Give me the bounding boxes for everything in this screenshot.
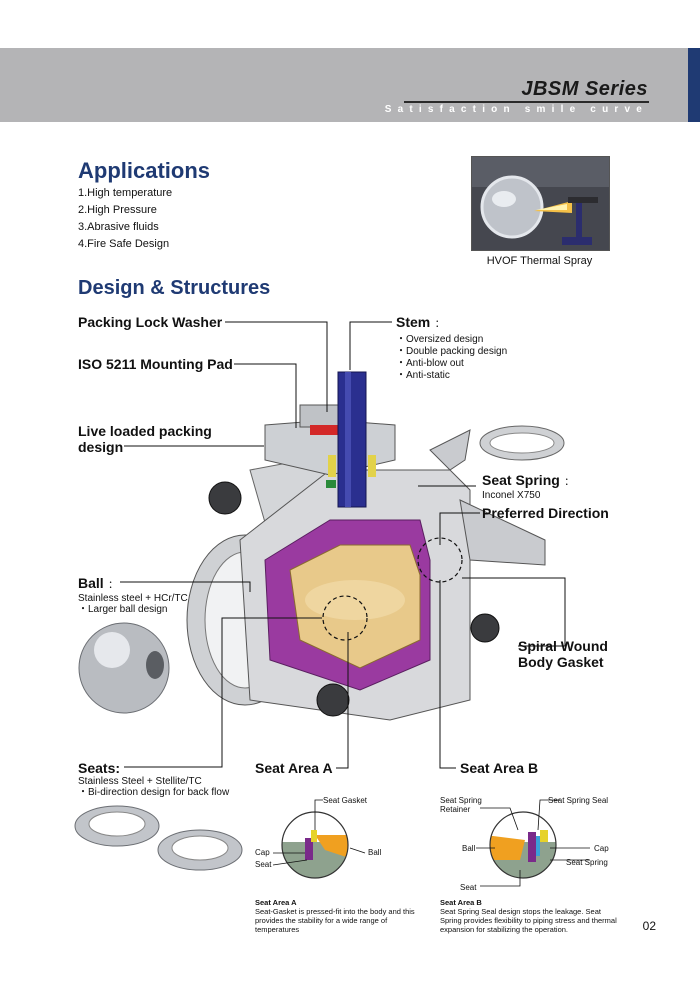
detail-a-cap: Cap [255, 848, 270, 857]
seat-area-a-detail [272, 799, 366, 879]
list-item: Anti-static [396, 370, 507, 382]
detail-b-title: Seat Area B [440, 898, 482, 907]
list-item: Oversized design [396, 334, 507, 346]
page-number: 02 [642, 919, 656, 933]
list-item: 4.Fire Safe Design [78, 238, 170, 250]
label-colon: ： [108, 580, 119, 591]
detail-a-title: Seat Area A [255, 898, 297, 907]
seat-spring-material: Inconel X750 [482, 490, 541, 501]
detail-b-ball: Ball [462, 844, 476, 853]
list-item: Double packing design [396, 346, 507, 358]
list-item: 2.High Pressure [78, 204, 157, 216]
seats-callout: Seats: Stainless Steel + Stellite/TC Bi-… [78, 760, 229, 799]
ball-features: Larger ball design [78, 604, 188, 616]
applications-heading: Applications [78, 158, 211, 183]
label-spiral-wound-gasket: Spiral Wound Body Gasket [518, 638, 608, 670]
list-item: Larger ball design [78, 604, 188, 616]
detail-b-seat-spring: Seat Spring [566, 858, 608, 867]
detail-b-seat: Seat [460, 883, 477, 892]
label-preferred-direction: Preferred Direction [482, 505, 609, 521]
label-colon: ： [434, 319, 445, 330]
detail-b-text: Seat Spring Seal design stops the leakag… [440, 907, 617, 934]
ball-callout: Ball ： Stainless steel + HCr/TC Larger b… [78, 575, 188, 616]
label-line: Body Gasket [518, 654, 604, 670]
label-seats: Seats: [78, 760, 121, 776]
seat-area-b-detail [476, 799, 590, 887]
label-line: Live loaded packing [78, 423, 212, 439]
list-item: Anti-blow out [396, 358, 507, 370]
label-line: Seat Spring [440, 796, 482, 805]
detail-a-seat: Seat [255, 860, 272, 869]
list-item: Bi-direction design for back flow [78, 787, 229, 799]
header-accent-tab [688, 48, 700, 122]
label-colon: ： [564, 477, 575, 488]
series-tagline: Satisfaction smile curve [384, 104, 648, 115]
label-line: Spiral Wound [518, 638, 608, 654]
stem-callout: Stem ： Oversized design Double packing d… [396, 314, 507, 382]
label-line: design [78, 439, 124, 455]
seats-material: Stainless Steel + Stellite/TC [78, 776, 202, 787]
label-seat-area-b: Seat Area B [460, 760, 539, 776]
design-heading: Design & Structures [78, 277, 271, 299]
label-line: Retainer [440, 805, 471, 814]
label-packing-lock-washer: Packing Lock Washer [78, 314, 223, 330]
label-stem: Stem [396, 314, 431, 330]
series-underline [404, 101, 649, 103]
ball-material: Stainless steel + HCr/TC [78, 593, 188, 604]
label-ball: Ball [78, 575, 104, 591]
label-seat-spring: Seat Spring [482, 472, 560, 488]
detail-b-seat-spring-seal: Seat Spring Seal [548, 796, 609, 805]
list-item: 3.Abrasive fluids [78, 221, 159, 233]
detail-a-seat-gasket: Seat Gasket [323, 796, 368, 805]
detail-b-cap: Cap [594, 844, 609, 853]
list-item: 1.High temperature [78, 187, 173, 199]
seats-features: Bi-direction design for back flow [78, 787, 229, 799]
detail-a-ball: Ball [368, 848, 382, 857]
photo-caption: HVOF Thermal Spray [486, 255, 593, 267]
label-iso-mounting-pad: ISO 5211 Mounting Pad [78, 356, 233, 372]
detail-a-text: Seat-Gasket is pressed-fit into the body… [255, 907, 415, 934]
applications-list: 1.High temperature 2.High Pressure 3.Abr… [78, 185, 172, 253]
seat-spring-callout: Seat Spring ： Inconel X750 [482, 472, 574, 501]
hvof-photo [471, 156, 610, 251]
series-title: JBSM Series [521, 78, 648, 100]
detail-a-caption: Seat Area A Seat-Gasket is pressed-fit i… [255, 898, 415, 934]
stem-features: Oversized design Double packing design A… [396, 334, 507, 382]
label-seat-area-a: Seat Area A [255, 760, 333, 776]
header-band [0, 48, 700, 122]
detail-b-caption: Seat Area B Seat Spring Seal design stop… [440, 898, 620, 934]
detail-b-seat-spring-retainer: Seat Spring Retainer [440, 796, 482, 814]
label-live-loaded-packing: Live loaded packing design [78, 423, 212, 455]
